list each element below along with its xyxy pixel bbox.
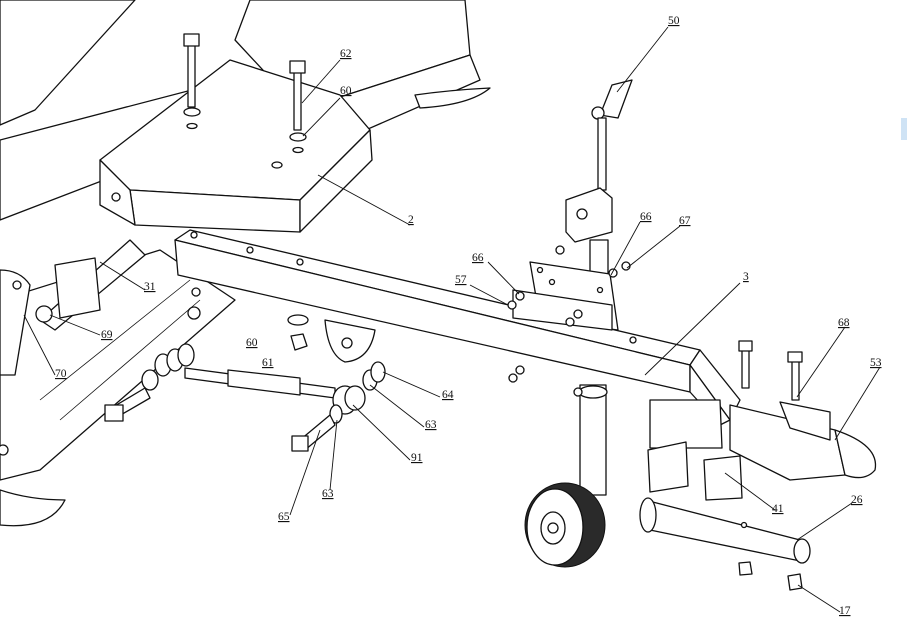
callout-2: 2	[408, 214, 414, 226]
callout-61: 61	[262, 357, 274, 369]
callout-41: 41	[772, 503, 784, 515]
callout-26: 26	[851, 494, 863, 506]
callout-64: 64	[442, 389, 454, 401]
mounting-plate	[99, 59, 373, 233]
callout-62: 62	[340, 48, 352, 60]
callout-31: 31	[144, 281, 156, 293]
callout-67: 67	[679, 215, 691, 227]
jack-stand	[512, 79, 633, 568]
window-edge-tab	[901, 118, 907, 140]
callout-60: 60	[340, 85, 352, 97]
pin-and-bushings	[639, 441, 811, 591]
jack-plate-bolts	[507, 245, 631, 397]
hitch-coupler	[649, 340, 877, 481]
leader-lines	[23, 26, 881, 613]
drawbar	[174, 229, 741, 426]
callout-57: 57	[455, 274, 467, 286]
turnbuckle-assembly	[104, 287, 386, 452]
callout-63: 63	[322, 488, 334, 500]
callout-68: 68	[838, 317, 850, 329]
plate-bolts	[183, 33, 307, 154]
callout-66: 66	[472, 252, 484, 264]
callout-65: 65	[278, 511, 290, 523]
callout-labels: 50 62 60 2 66 67 66 57 3 31 69 70 60 61 …	[55, 15, 882, 617]
callout-17: 17	[839, 605, 851, 617]
callout-91: 91	[411, 452, 423, 464]
callout-53: 53	[870, 357, 882, 369]
callout-63: 63	[425, 419, 437, 431]
callout-3: 3	[743, 271, 749, 283]
callout-66: 66	[640, 211, 652, 223]
callout-60: 60	[246, 337, 258, 349]
callout-50: 50	[668, 15, 680, 27]
callout-69: 69	[101, 329, 113, 341]
callout-70: 70	[55, 368, 67, 380]
left-linkage	[0, 239, 146, 376]
